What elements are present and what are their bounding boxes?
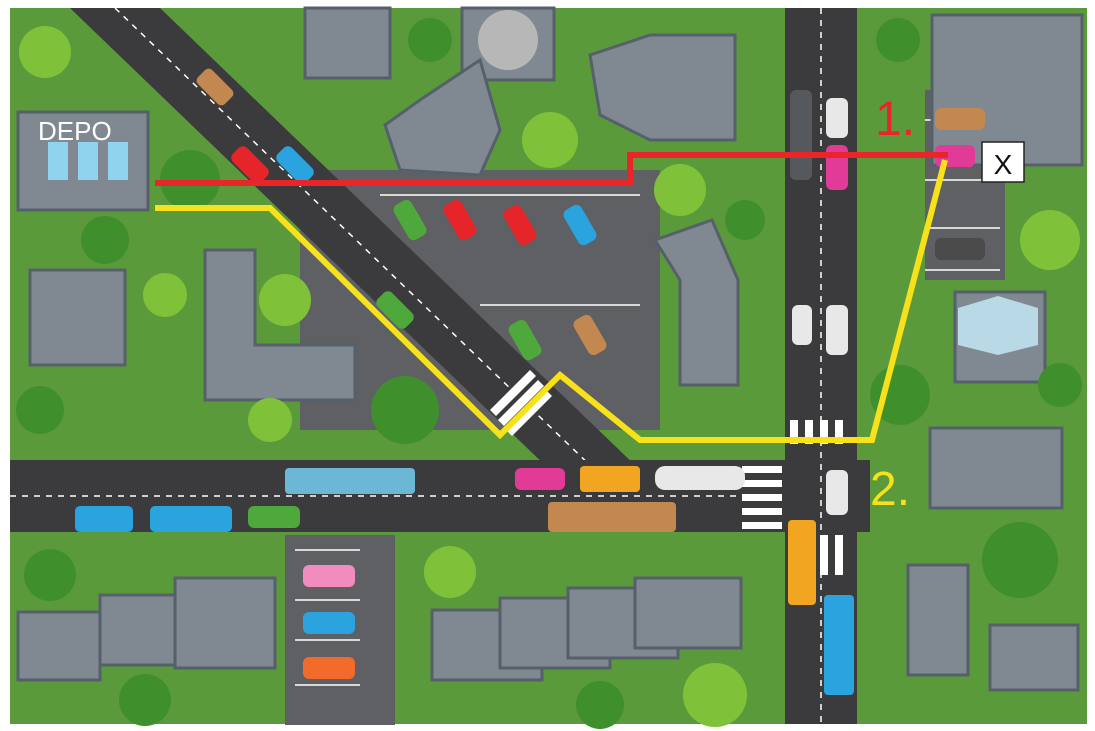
route-2-label: 2. (870, 463, 910, 516)
destination-marker (981, 141, 1025, 183)
destination-label: X (994, 149, 1013, 180)
route-1-line (155, 152, 948, 186)
crosswalk-horizontal (742, 466, 782, 529)
diagonal-road (70, 8, 640, 470)
buildings (16, 6, 1084, 692)
crosswalk-vertical-top (790, 420, 843, 444)
route-2-line (155, 159, 948, 443)
crosswalk-diagonal (490, 370, 552, 436)
route-1-label: 1. (875, 93, 915, 146)
depot-label: DEPO (38, 116, 112, 146)
